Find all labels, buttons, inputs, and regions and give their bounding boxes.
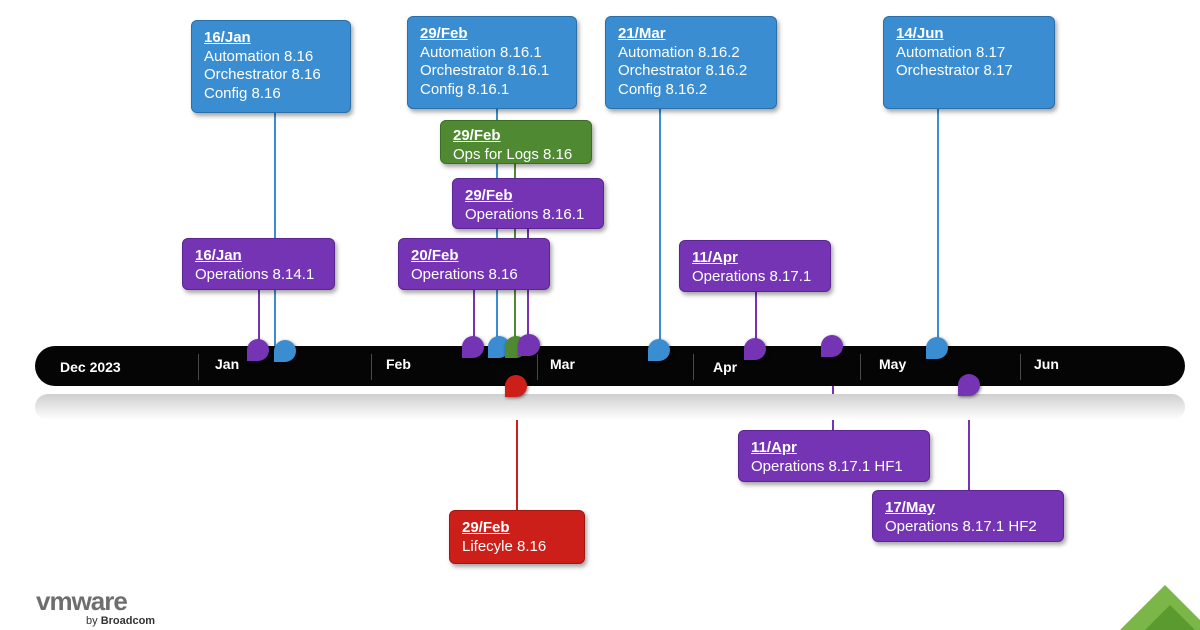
release-marker <box>518 334 540 356</box>
release-product: Orchestrator 8.16.2 <box>618 62 748 79</box>
connector-line <box>937 108 939 348</box>
release-product: Operations 8.17.1 <box>692 267 812 285</box>
month-label: Apr <box>713 359 738 375</box>
release-marker <box>648 339 670 361</box>
release-box: 29/Feb Operations 8.16.1 <box>452 178 604 229</box>
logo-byline-company: Broadcom <box>100 615 156 627</box>
month-label: Jan <box>215 356 240 372</box>
release-date: 16/Jan <box>204 29 251 46</box>
release-box: 29/Feb Automation 8.16.1 Orchestrator 8.… <box>407 16 577 109</box>
release-box: 21/Mar Automation 8.16.2 Orchestrator 8.… <box>605 16 777 109</box>
release-marker <box>505 375 527 397</box>
release-product: Orchestrator 8.16.1 <box>420 62 550 79</box>
release-box: 11/Apr Operations 8.17.1 HF1 <box>738 430 930 482</box>
release-box: 16/Jan Automation 8.16 Orchestrator 8.16… <box>191 20 351 113</box>
release-box: 16/Jan Operations 8.14.1 <box>182 238 335 290</box>
release-product: Config 8.16.1 <box>420 80 510 98</box>
connector-line <box>274 112 276 350</box>
release-marker <box>958 374 980 396</box>
release-date: 14/Jun <box>896 25 944 42</box>
release-product: Config 8.16 <box>204 84 281 102</box>
release-box: 29/Feb Lifecyle 8.16 <box>449 510 585 564</box>
month-divider <box>860 354 861 380</box>
month-label: Mar <box>550 356 575 372</box>
release-product: Operations 8.16 <box>411 265 518 283</box>
release-box: 29/Feb Ops for Logs 8.16 <box>440 120 592 164</box>
month-divider <box>537 354 538 380</box>
release-date: 20/Feb <box>411 247 459 264</box>
connector-line <box>659 108 661 348</box>
timeline-bar <box>35 346 1185 386</box>
connector-line <box>516 392 518 512</box>
release-product: Orchestrator 8.17 <box>896 62 1013 79</box>
release-marker <box>488 336 510 358</box>
release-marker <box>821 335 843 357</box>
release-product: Orchestrator 8.16 <box>204 66 321 83</box>
month-label: Dec 2023 <box>60 359 121 375</box>
timeline-reflection <box>35 394 1185 420</box>
release-date: 29/Feb <box>465 187 513 204</box>
release-product: Operations 8.17.1 HF1 <box>751 457 903 475</box>
release-marker <box>247 339 269 361</box>
release-product: Automation 8.16.1 <box>420 43 542 61</box>
release-box: 14/Jun Automation 8.17 Orchestrator 8.17 <box>883 16 1055 109</box>
month-label: Jun <box>1034 356 1059 372</box>
release-date: 21/Mar <box>618 25 666 42</box>
release-product: Operations 8.16.1 <box>465 205 585 223</box>
release-box: 20/Feb Operations 8.16 <box>398 238 550 290</box>
connector-line <box>755 291 757 347</box>
connector-line <box>473 289 475 345</box>
release-box: 11/Apr Operations 8.17.1 <box>679 240 831 292</box>
release-product: Operations 8.17.1 HF2 <box>885 517 1037 535</box>
month-divider <box>693 354 694 380</box>
release-date: 11/Apr <box>751 439 797 456</box>
release-date: 11/Apr <box>692 249 738 266</box>
release-product: Ops for Logs 8.16 <box>453 145 573 163</box>
release-date: 29/Feb <box>462 519 510 536</box>
release-product: Lifecyle 8.16 <box>462 537 547 555</box>
logo-byline: by Broadcom <box>86 615 155 627</box>
month-label: Feb <box>386 356 411 372</box>
release-marker <box>274 340 296 362</box>
corner-decoration <box>1120 585 1200 630</box>
release-marker <box>462 336 484 358</box>
logo-byline-prefix: by <box>86 615 98 627</box>
logo-brand: vmware <box>36 586 128 616</box>
connector-line <box>968 395 970 491</box>
release-date: 29/Feb <box>453 127 501 144</box>
release-product: Automation 8.16 <box>204 47 314 65</box>
release-date: 17/May <box>885 499 936 516</box>
month-label: May <box>879 356 907 372</box>
release-date: 29/Feb <box>420 25 468 42</box>
month-divider <box>1020 354 1021 380</box>
release-product: Automation 8.17 <box>896 43 1006 61</box>
release-product: Config 8.16.2 <box>618 80 708 98</box>
release-box: 17/May Operations 8.17.1 HF2 <box>872 490 1064 542</box>
release-product: Automation 8.16.2 <box>618 43 740 61</box>
vmware-logo: vmware by Broadcom <box>36 586 155 627</box>
release-date: 16/Jan <box>195 247 242 264</box>
connector-line <box>258 289 260 345</box>
release-marker <box>926 337 948 359</box>
release-product: Operations 8.14.1 <box>195 265 315 283</box>
month-divider <box>371 354 372 380</box>
release-marker <box>744 338 766 360</box>
month-divider <box>198 354 199 380</box>
